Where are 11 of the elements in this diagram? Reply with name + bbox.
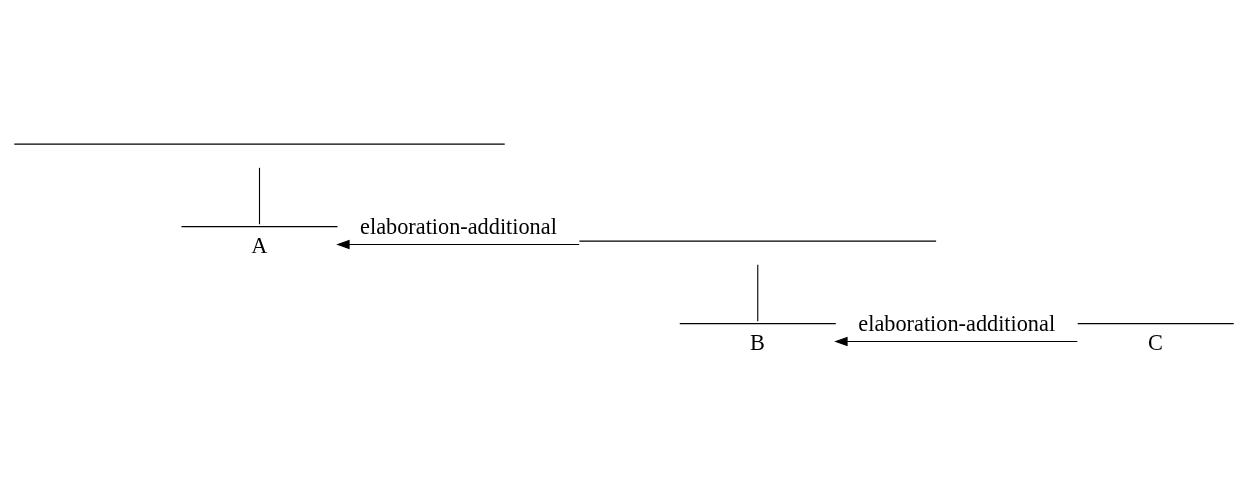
node-text: A (251, 232, 268, 258)
node-text: C (1147, 329, 1163, 355)
node-text: B (749, 329, 765, 355)
arrow (834, 336, 1078, 346)
node-bar (13, 143, 506, 145)
connector (757, 263, 759, 322)
arrow (336, 239, 580, 249)
connector (258, 166, 261, 225)
edge-label: elaboration-additional (360, 213, 557, 239)
edge-label: elaboration-additional (858, 310, 1056, 336)
node-bar (578, 240, 937, 242)
